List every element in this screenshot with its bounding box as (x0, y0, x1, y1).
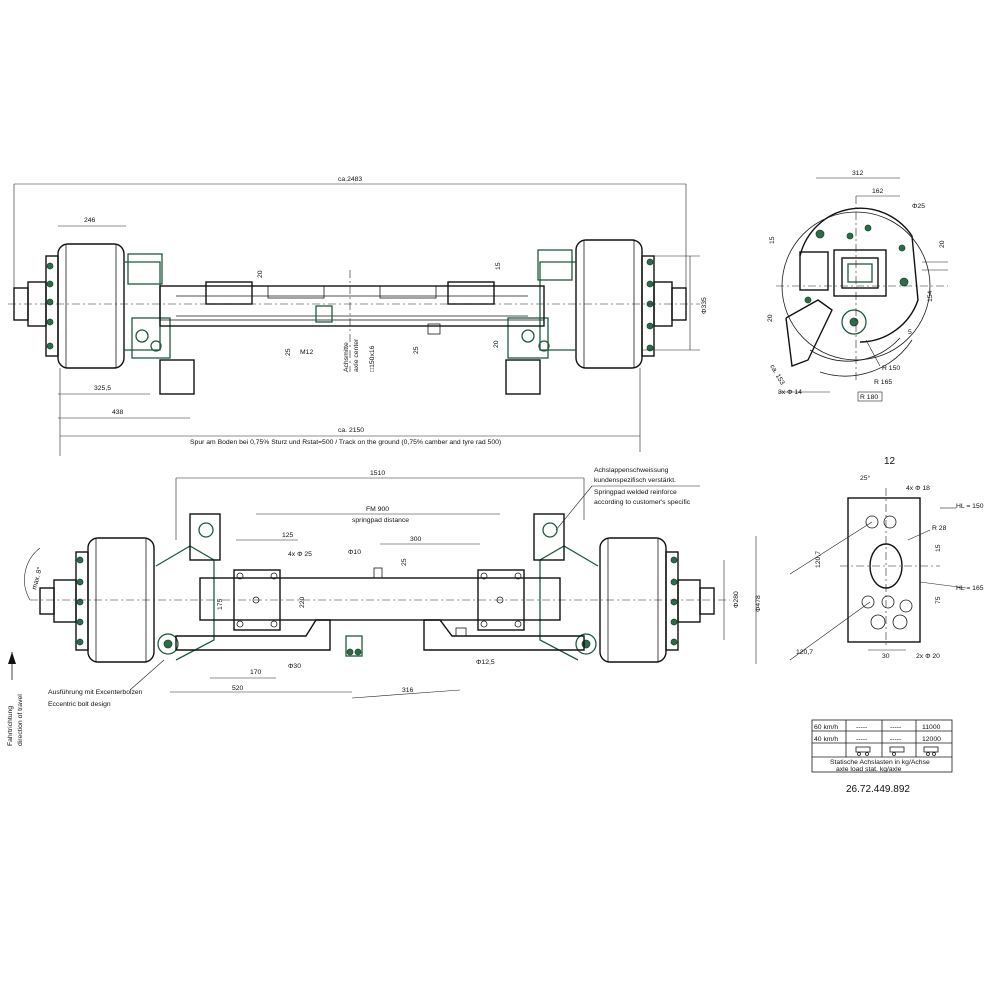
dim-3255: 325,5 (94, 385, 111, 392)
dim-drum-width: 246 (84, 217, 96, 224)
vehicle-icon-1 (855, 746, 871, 756)
dim-438: 438 (112, 409, 124, 416)
dim-25: 25 (401, 558, 408, 566)
pad-dim-1207-a: 120,7 (815, 551, 822, 568)
side-dim-153: ca. 153 (768, 364, 785, 387)
dim-312: 312 (852, 170, 864, 177)
dim-25-a: 25 (285, 348, 292, 356)
row1-speed: 60 km/h (814, 724, 838, 731)
top-view: ca.2483 246 (8, 176, 708, 456)
thread-m12: M12 (300, 349, 313, 356)
row2-load: 12000 (922, 736, 941, 743)
pad-view: 12 25° 4x Φ 18 HL = 150 R 28 120,7 15 75… (789, 456, 984, 661)
direction-en: direction of travel (17, 694, 24, 746)
hole-30: Φ30 (288, 663, 301, 670)
eccentric-en: Eccentric bolt design (48, 701, 111, 708)
pad-hl-150: HL = 150 (956, 503, 984, 510)
dim-125: 125 (282, 532, 294, 539)
vehicle-icon-2 (889, 746, 905, 756)
dim-20-b: 20 (493, 340, 500, 348)
dim-316: 316 (402, 687, 414, 694)
pad-dim-75: 75 (935, 596, 942, 604)
max-angle: max. 8° (30, 566, 44, 591)
row1-load: 11000 (922, 724, 941, 731)
row1-c2: ----- (890, 724, 901, 731)
left-wheel-hub (13, 243, 195, 395)
dim-175: 175 (217, 598, 224, 610)
pad-holes-18: 4x Φ 18 (906, 485, 930, 492)
radius-165: R 165 (874, 379, 892, 386)
row1-c1: ----- (856, 724, 867, 731)
dim-20-a: 20 (257, 270, 264, 278)
springpad-distance: springpad distance (352, 517, 409, 524)
radius-150: R 150 (882, 365, 900, 372)
radius-180: R 180 (860, 394, 878, 401)
row2-c1: ----- (856, 736, 867, 743)
hole-10: Φ10 (348, 549, 361, 556)
track-note: Spur am Boden bei 0,75% Sturz und Rstat=… (190, 439, 501, 446)
bottom-view: 1510 Achslappenschweissung kundenspezifi… (7, 467, 762, 746)
vehicle-icon-3 (923, 746, 939, 756)
weld-note-en-1: Springpad welded reinforce (594, 489, 677, 496)
hole-125: Φ12,5 (476, 659, 495, 666)
pad-angle-25: 25° (860, 474, 871, 482)
load-table: 60 km/h ----- ----- 11000 40 km/h ----- … (811, 719, 953, 773)
dim-220: 220 (299, 596, 306, 608)
holes-25: 4x Φ 25 (288, 551, 312, 558)
dim-overall-width: ca.2483 (338, 176, 362, 183)
dim-520: 520 (232, 685, 244, 692)
dim-track: ca. 2150 (338, 427, 364, 434)
pad-hl-165: HL = 165 (956, 585, 984, 592)
dim-162: 162 (872, 188, 884, 195)
profile-label: □150x16 (369, 345, 376, 372)
diameter-280: Φ280 (733, 591, 740, 608)
dim-15: 15 (495, 262, 502, 270)
holes-14: 3x Φ 14 (778, 389, 802, 396)
fm-900: FM 900 (366, 506, 389, 513)
right-wheel-hub (505, 239, 687, 395)
side-dim-20-b: 20 (767, 314, 774, 322)
dim-1510: 1510 (370, 470, 385, 477)
side-dim-15: 15 (769, 236, 776, 244)
table-caption-en: axle load stat. kg/axle (836, 766, 902, 773)
side-dim-5: 5 (908, 329, 912, 336)
weld-note-de-2: kundenspezifisch verstärkt. (594, 477, 676, 484)
pad-dim-1207-b: 120,7 (796, 649, 813, 656)
hole-25: Φ25 (912, 203, 925, 210)
dim-170: 170 (250, 669, 262, 676)
axle-center-en: axle center (353, 338, 360, 372)
pad-dim-30: 30 (882, 653, 890, 660)
side-view: 312 162 Φ25 15 20 154 20 5 ca. 153 R 150… (767, 170, 948, 402)
pad-holes-20: 2x Φ 20 (916, 653, 940, 660)
dim-300: 300 (410, 536, 422, 543)
side-dim-20-a: 20 (939, 240, 946, 248)
table-caption-de: Statische Achslasten in kg/Achse (830, 759, 930, 766)
eccentric-de: Ausführung mit Excenterbolzen (48, 689, 143, 696)
diameter-478: Φ478 (755, 595, 762, 612)
weld-note-en-2: according to customer's specific (594, 499, 691, 506)
direction-de: Fahrtrichtung (7, 706, 14, 746)
pad-radius-28: R 28 (932, 525, 947, 532)
pad-dim-15: 15 (935, 544, 942, 552)
side-dim-154: 154 (927, 290, 934, 302)
direction-arrow (8, 652, 16, 680)
axle-center-de: Achsmitte (343, 342, 350, 372)
row2-speed: 40 km/h (814, 736, 838, 743)
dim-25-b: 25 (413, 346, 420, 354)
weld-note-de-1: Achslappenschweissung (594, 467, 669, 474)
drawing-number: 26.72.449.892 (846, 784, 910, 795)
row2-c2: ----- (890, 736, 901, 743)
diameter-335: Φ335 (701, 297, 708, 314)
pad-angle-12: 12 (884, 456, 896, 467)
